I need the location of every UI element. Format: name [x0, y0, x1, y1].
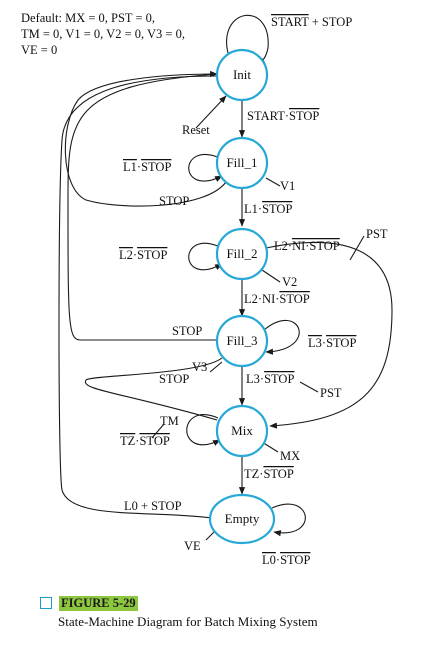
empty-self-loop	[271, 503, 306, 537]
state-mix-circle	[215, 404, 269, 458]
label-l2-ni-stop-right: L2·NI·STOP	[274, 239, 340, 253]
edge-reset-to-init	[195, 95, 227, 129]
label-l2-ni-stop-down: L2·NI·STOP	[244, 292, 310, 306]
state-fill1: Fill_1	[215, 136, 269, 190]
state-init-label: Init	[233, 67, 251, 82]
defaults-line-3: VE = 0	[21, 43, 57, 57]
tick-pst2	[299, 381, 319, 393]
label-stop-1: STOP	[159, 194, 189, 208]
edge-empty-to-init	[58, 75, 218, 519]
defaults-line-2: TM = 0, V1 = 0, V2 = 0, V3 = 0,	[21, 27, 185, 41]
tick-ve	[205, 531, 215, 541]
label-l0-stop: L0 + STOP	[124, 499, 182, 513]
label-mix-self: TZ·STOP	[120, 434, 170, 448]
transitions	[58, 14, 393, 541]
label-reset: Reset	[182, 123, 210, 137]
state-init-circle	[215, 48, 269, 102]
label-ve: VE	[184, 539, 201, 553]
label-empty-self: L0·STOP	[262, 553, 310, 567]
figure-caption-header: FIGURE 5-29	[40, 595, 138, 611]
state-mix-label: Mix	[231, 423, 253, 438]
figure-square-icon	[40, 597, 52, 609]
label-v1: V1	[280, 179, 295, 193]
fill1-self-loop	[188, 153, 223, 182]
defaults-line-1: Default: MX = 0, PST = 0,	[21, 11, 155, 25]
fill3-self-loop	[263, 319, 300, 355]
state-fill1-circle	[215, 136, 269, 190]
edge-fill1-stop-to-init	[64, 70, 227, 207]
state-empty-circle	[208, 493, 276, 545]
tick-tm	[151, 423, 165, 439]
label-tm: TM	[160, 414, 179, 428]
state-mix: Mix	[215, 404, 269, 458]
state-fill3-label: Fill_3	[226, 333, 257, 348]
state-fill3: Fill_3	[215, 314, 269, 368]
state-fill2-label: Fill_2	[226, 246, 257, 261]
label-stop-4: STOP	[159, 372, 189, 386]
tick-v2	[261, 269, 281, 283]
label-mx: MX	[280, 449, 300, 463]
label-l1-stop: L1·STOP	[244, 202, 292, 216]
label-v3: V3	[192, 360, 207, 374]
state-fill3-circle	[215, 314, 269, 368]
label-tz-stop: TZ·STOP	[244, 467, 294, 481]
label-start-stop: START·STOP	[247, 109, 319, 123]
state-fill2-circle	[215, 227, 269, 281]
label-fill2-self: L2·STOP	[119, 248, 167, 262]
figure-caption: State-Machine Diagram for Batch Mixing S…	[58, 614, 318, 629]
fill2-self-loop	[188, 242, 223, 271]
state-empty-label: Empty	[225, 511, 260, 526]
state-init: Init	[215, 48, 269, 102]
figure-number: FIGURE 5-29	[59, 595, 138, 611]
tick-v3	[209, 361, 223, 373]
state-empty: Empty	[208, 493, 276, 545]
edge-fill3-stop-to-init	[67, 73, 218, 341]
label-fill3-self: L3·STOP	[308, 336, 356, 350]
edge-fill2-to-mix	[265, 241, 393, 429]
defaults-note: Default: MX = 0, PST = 0, TM = 0, V1 = 0…	[21, 11, 185, 57]
mix-self-loop	[186, 414, 221, 446]
label-fill1-self: L1·STOP	[123, 160, 171, 174]
label-pst-2: PST	[320, 386, 342, 400]
tick-v1	[265, 177, 281, 187]
tick-pst1	[349, 235, 365, 261]
state-fill2: Fill_2	[215, 227, 269, 281]
edge-fill3-stop-to-mix	[84, 357, 223, 421]
transition-labels: START + STOP START·STOP Reset L1·STOP ST…	[119, 15, 388, 567]
label-l3-stop: L3·STOP	[246, 372, 294, 386]
label-v2: V2	[282, 275, 297, 289]
label-stop-3: STOP	[172, 324, 202, 338]
label-init-self: START + STOP	[271, 15, 352, 29]
state-fill1-label: Fill_1	[226, 155, 257, 170]
label-pst-1: PST	[366, 227, 388, 241]
